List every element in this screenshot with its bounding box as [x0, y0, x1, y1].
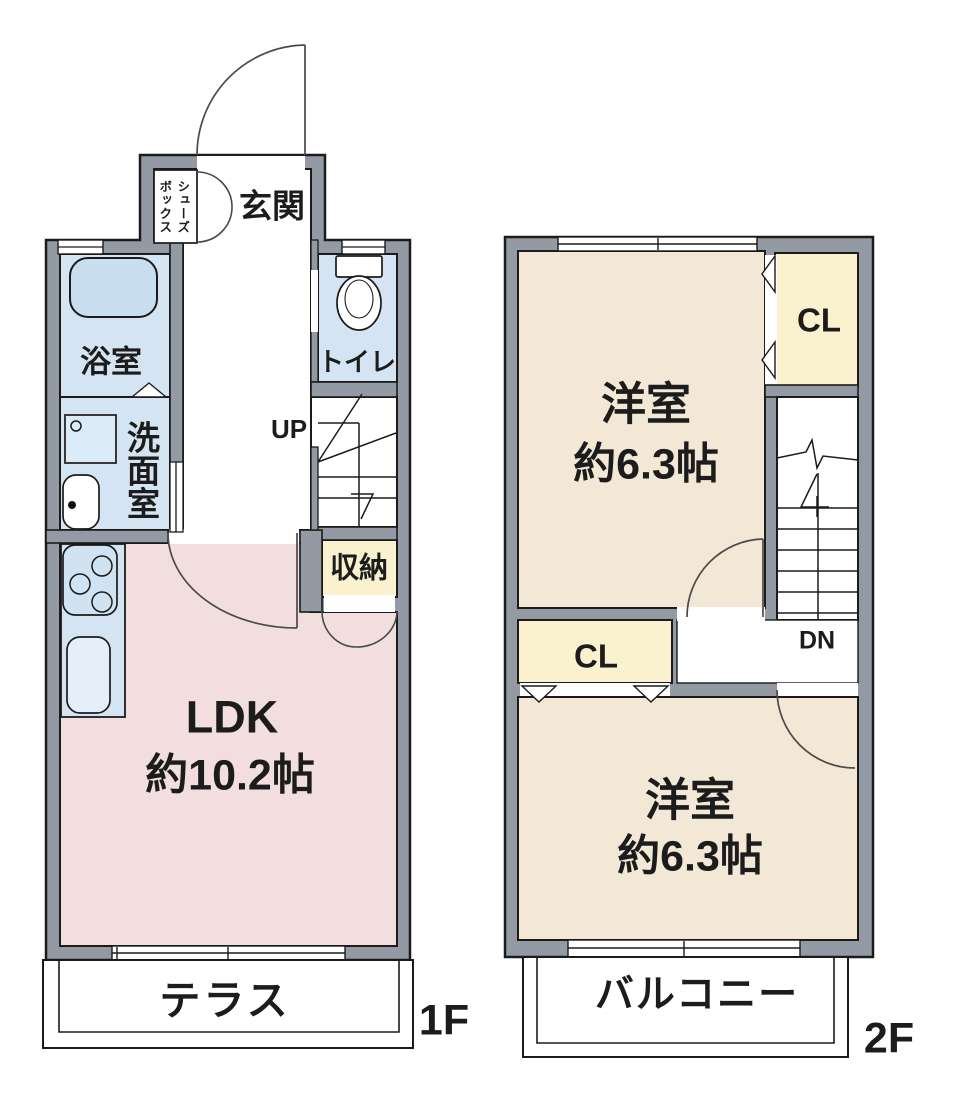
hall-2f	[676, 619, 859, 684]
floorplan-2f	[503, 235, 875, 959]
washing-machine-icon	[64, 414, 117, 464]
kitchen-sink-icon	[66, 636, 111, 714]
bedroom1-door-arc	[686, 538, 764, 618]
wall-toilet-bottom	[310, 381, 398, 398]
staircase-1f	[310, 396, 398, 528]
bedroom2-window	[567, 939, 801, 958]
ldk-door-opening	[169, 529, 299, 544]
bedroom2-door-opening	[777, 683, 858, 697]
label-washroom: 洗面室	[122, 420, 160, 520]
room-closet-lower	[517, 619, 673, 684]
label-balcony: バルコニー	[594, 973, 800, 1017]
storage-opening	[324, 595, 395, 612]
entrance-door-opening	[197, 156, 305, 170]
wall-closet-upper-bottom	[764, 384, 859, 398]
label-terrace: テラス	[159, 977, 291, 1024]
room-closet-upper	[774, 252, 859, 388]
label-closet-lower: CL	[574, 637, 618, 675]
label-toilet: トイレ	[317, 347, 397, 377]
wall-stair-bottom	[310, 526, 398, 541]
label-bedroom2-name: 洋室	[644, 774, 736, 826]
label-stairs-dn: DN	[798, 626, 836, 655]
storage-door-arcs	[321, 610, 398, 648]
room-bedroom1	[517, 250, 766, 609]
label-stairs-up: UP	[270, 414, 308, 444]
bathroom-folding-door	[130, 382, 168, 398]
closet-upper-folding-marks	[761, 253, 776, 381]
label-bedroom1-size: 約6.3帖	[573, 440, 719, 489]
label-bathroom: 浴室	[80, 344, 142, 380]
wall-storage-left	[299, 529, 323, 613]
toilet-door-opening	[311, 270, 318, 332]
label-floor-2f: 2F	[863, 1014, 915, 1063]
bedroom2-door-arc	[776, 689, 856, 769]
washroom-sliding-door	[169, 461, 184, 533]
wall-hall-ldk	[45, 529, 169, 544]
bedroom1-window	[557, 236, 758, 252]
label-shoebox-col-right: シューズ	[175, 180, 190, 234]
staircase-1f-treads	[317, 393, 397, 526]
stove-icon	[62, 544, 118, 616]
label-bedroom1-name: 洋室	[600, 378, 692, 430]
floorplan-1f	[44, 44, 412, 962]
bathroom-window	[57, 239, 104, 255]
toilet-window	[341, 239, 386, 255]
ldk-door-arc	[167, 532, 298, 629]
shoebox-door-arcs	[196, 171, 233, 243]
label-shoebox-col-left: ボックス	[157, 180, 172, 234]
staircase-2f-treads	[776, 437, 859, 620]
shoe-box	[153, 169, 198, 244]
closet-lower-folding-marks	[520, 685, 670, 703]
terrace-outline	[42, 959, 414, 1049]
label-floor-1f: 1F	[418, 996, 470, 1045]
bathtub-icon	[69, 257, 158, 318]
wash-basin-icon	[62, 474, 100, 530]
label-bedroom2-size: 約6.3帖	[617, 832, 763, 881]
closet-lower-opening	[520, 683, 670, 697]
bedroom1-door-opening	[677, 607, 765, 621]
label-ldk-size: 約10.2帖	[145, 751, 315, 800]
label-genkan: 玄関	[239, 187, 305, 225]
label-ldk-name: LDK	[185, 691, 279, 743]
label-closet-upper: CL	[797, 301, 841, 339]
label-storage: 収納	[329, 552, 389, 585]
room-bedroom2	[517, 696, 859, 941]
entrance-door-arc	[196, 44, 306, 156]
balcony-outline	[522, 956, 849, 1058]
toilet-icon	[335, 255, 383, 331]
terrace-window	[111, 945, 346, 961]
wall-stair-stub	[310, 446, 319, 531]
